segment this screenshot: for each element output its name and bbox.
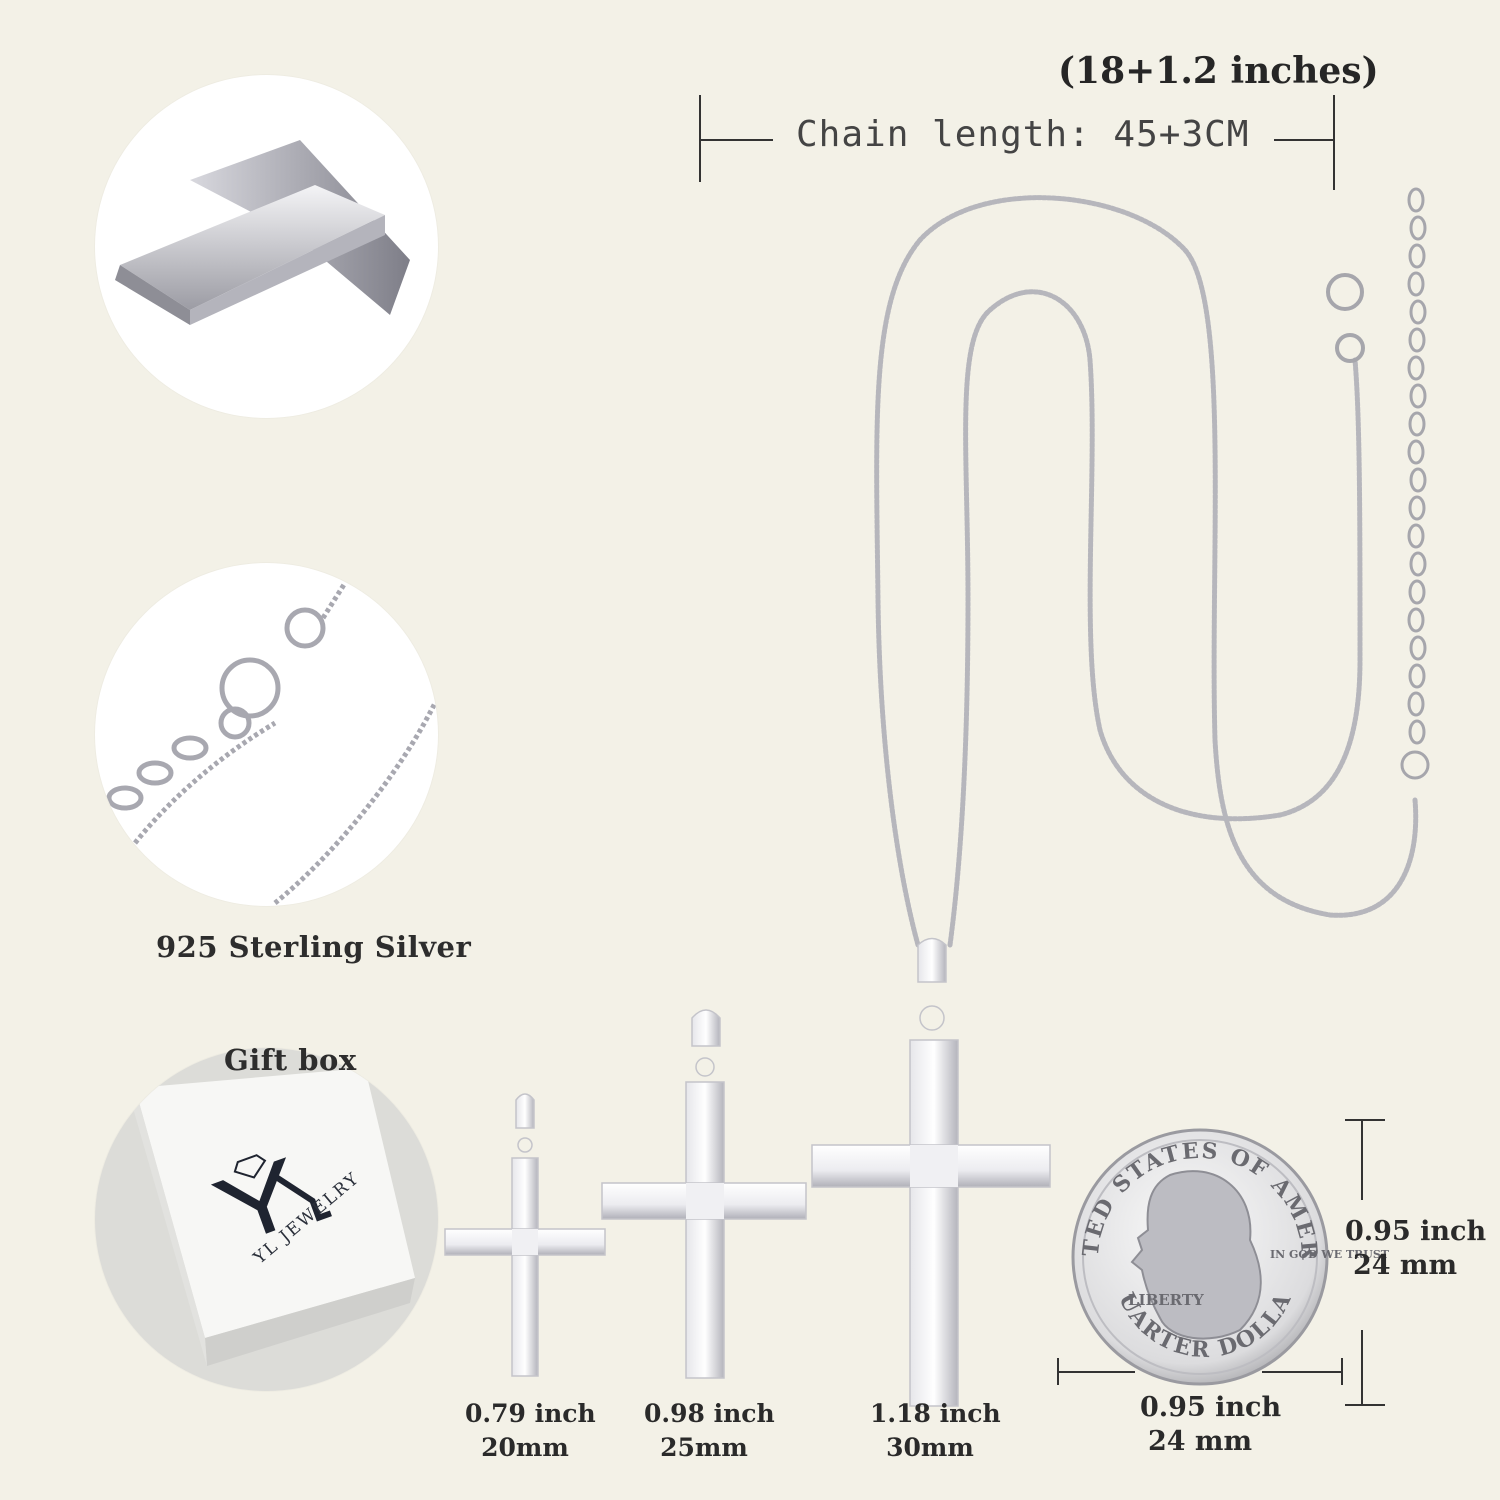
pendant-20mm-mm: 20mm: [481, 1433, 569, 1462]
pendant-20mm-size: 0.79 inch 20mm: [465, 1397, 596, 1465]
coin-width-mm: 24 mm: [1147, 1426, 1253, 1457]
pendant-25mm-inch: 0.98 inch: [644, 1399, 775, 1428]
gift-box-circle: YL JEWELRY: [95, 1048, 438, 1391]
gift-box-icon: [95, 1048, 438, 1391]
cross-pendant-25mm: [601, 1009, 807, 1379]
pendant-30mm-mm: 30mm: [886, 1433, 974, 1462]
sterling-silver-caption: 925 Sterling Silver: [156, 930, 472, 964]
pendant-30mm-inch: 1.18 inch: [870, 1399, 1001, 1428]
pendant-20mm-inch: 0.79 inch: [465, 1399, 596, 1428]
silver-bars-icon: [115, 140, 410, 325]
pendant-25mm-mm: 25mm: [660, 1433, 748, 1462]
pendant-30mm-size: 1.18 inch 30mm: [870, 1397, 1001, 1465]
chain-length-inches: (18+1.2 inches): [1058, 50, 1379, 92]
coin-motto: IN GOD WE TRUST: [1270, 1248, 1390, 1261]
necklace-chain: [874, 187, 1430, 948]
coin-width-inch: 0.95 inch: [1140, 1392, 1282, 1423]
chain-length-label: Chain length: 45+3CM: [796, 114, 1250, 155]
cross-pendant-20mm: [444, 1093, 606, 1377]
coin-liberty: LIBERTY: [1128, 1291, 1204, 1309]
coin-height-mm: 24 mm: [1352, 1250, 1458, 1281]
coin-height-label: 0.95 inch 24 mm: [1345, 1215, 1487, 1283]
silver-bars-circle: [95, 75, 438, 418]
coin-width-label: 0.95 inch 24 mm: [1140, 1391, 1282, 1459]
gift-box-caption: Gift box: [224, 1043, 357, 1077]
coin-height-inch: 0.95 inch: [1345, 1216, 1487, 1247]
clasp-chain-icon: [106, 581, 438, 905]
cross-pendant-30mm: [811, 937, 1051, 1407]
chain-length-dimension-line: [699, 95, 1335, 190]
pendant-25mm-size: 0.98 inch 25mm: [644, 1397, 775, 1465]
clasp-chain-circle: [95, 563, 438, 906]
